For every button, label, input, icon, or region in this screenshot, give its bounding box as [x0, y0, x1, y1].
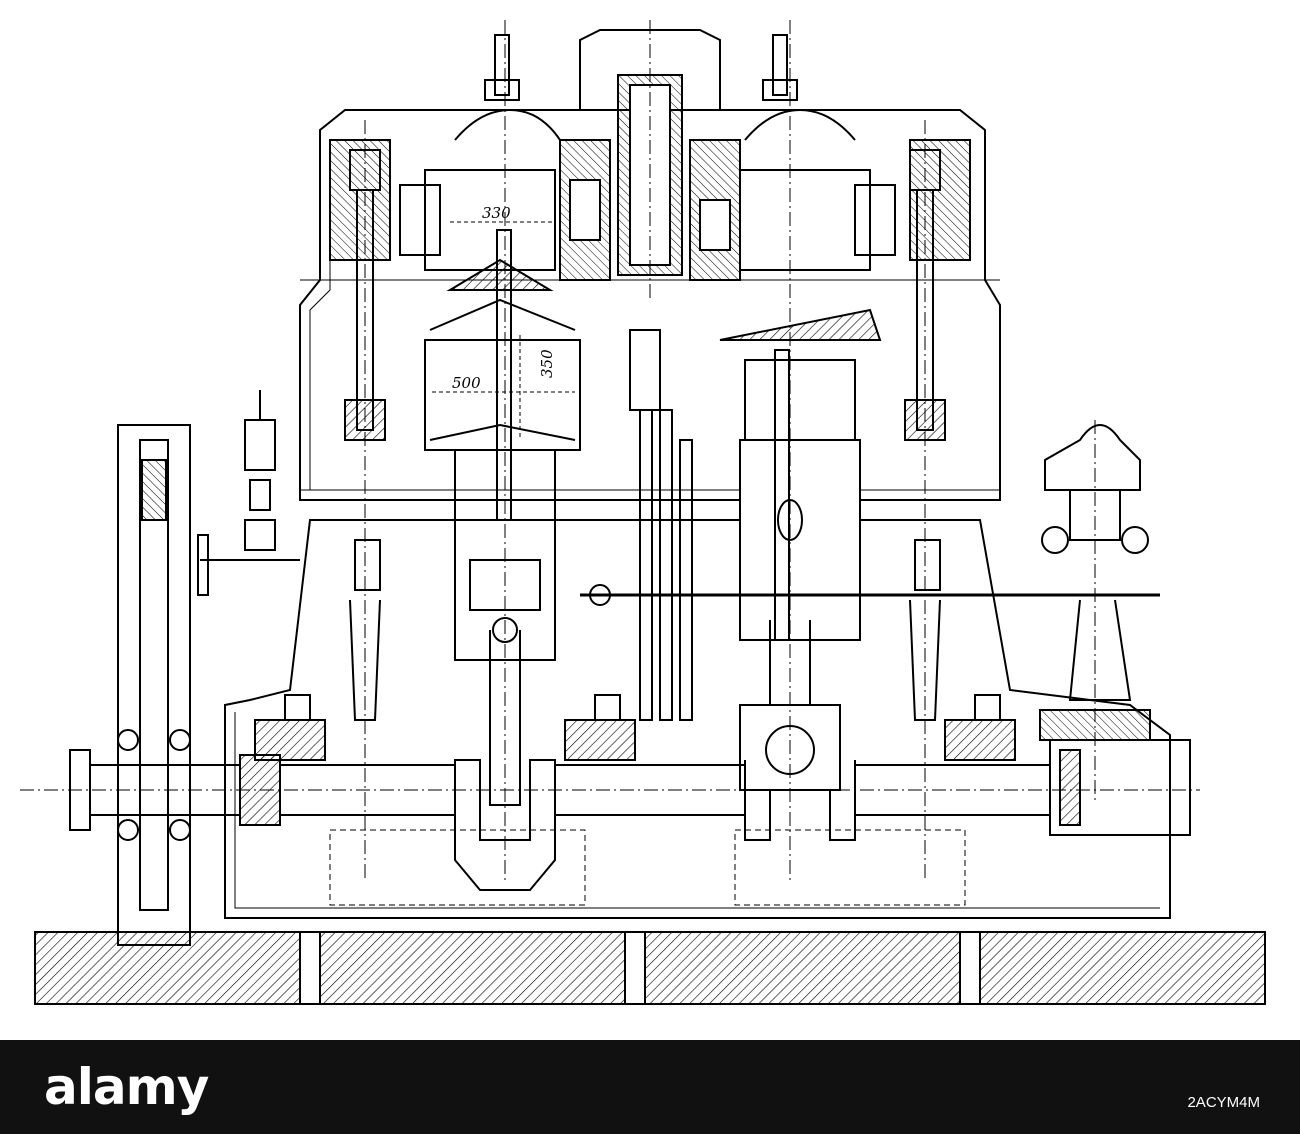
dimension-label-lower-bore: 500 [452, 374, 481, 392]
governor [580, 420, 1160, 800]
left-cylinder [424, 20, 581, 880]
dimension-label-stroke: 350 [538, 349, 556, 378]
watermark-footer: alamy 2ACYM4M [0, 1040, 1300, 1134]
center-valve-housing [579, 20, 721, 300]
flywheel-column [117, 424, 191, 946]
foundation-block [34, 931, 1266, 1005]
right-cylinder [719, 20, 882, 880]
engine-cross-section-drawing: 330 500 350 [20, 20, 1266, 1005]
dimension-lines [432, 221, 575, 440]
lubricator [197, 390, 300, 596]
image-id-label: 2ACYM4M [1187, 1094, 1260, 1111]
main-bearings [254, 694, 1016, 761]
brand-logo: alamy [44, 1058, 209, 1116]
dimension-label-upper-bore: 330 [482, 204, 511, 222]
valve-rods [344, 120, 946, 880]
crankcase [224, 519, 1171, 919]
crankshaft [20, 739, 1200, 891]
